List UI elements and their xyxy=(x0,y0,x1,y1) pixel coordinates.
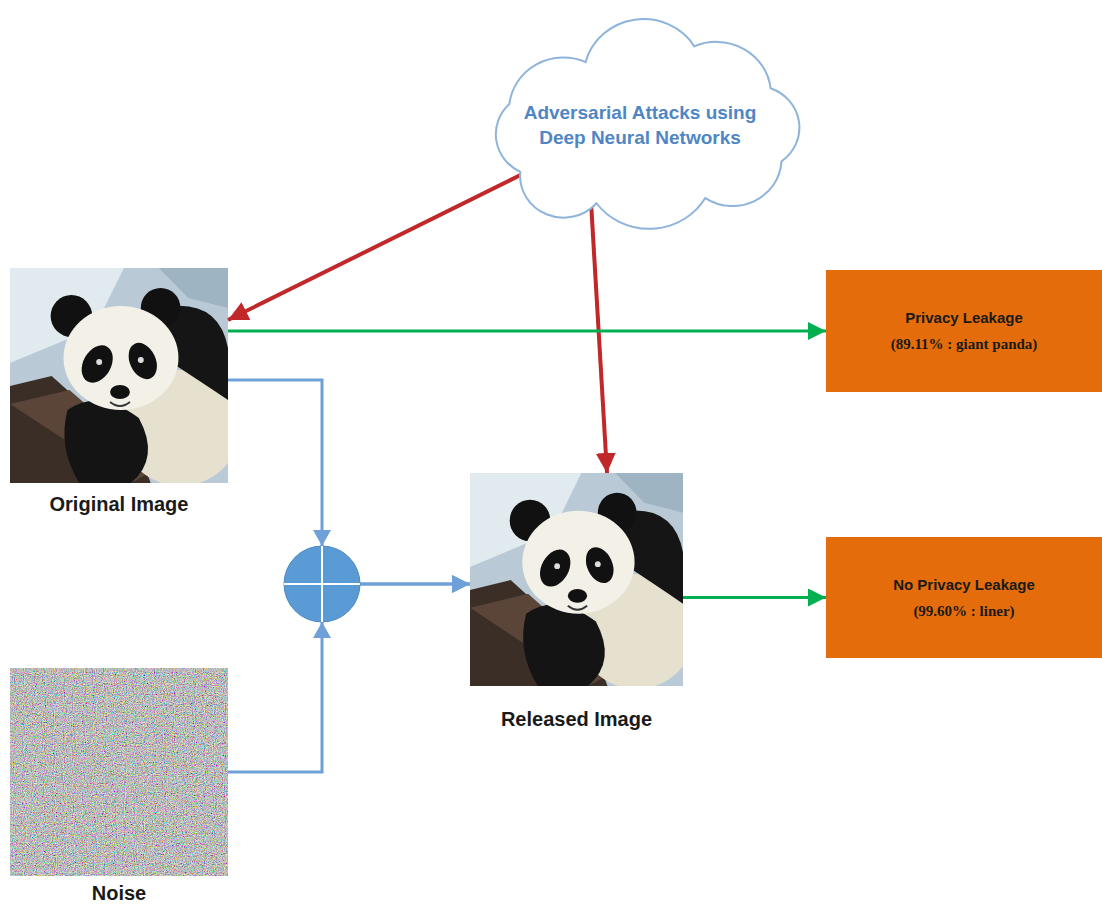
result-arrow xyxy=(683,596,826,599)
original-photo xyxy=(10,268,240,486)
image-node: Original Image xyxy=(10,268,228,517)
attack-arrow xyxy=(591,202,607,473)
image-caption: Released Image xyxy=(470,706,683,732)
cloud-text: Adversarial Attacks using Deep Neural Ne… xyxy=(455,15,825,220)
merge-arrow xyxy=(228,380,470,584)
released-photo xyxy=(470,473,695,689)
image-node: Released Image xyxy=(470,473,683,732)
node-heading: No Privacy Leakage xyxy=(893,575,1035,595)
node-detail: (89.11% : giant panda) xyxy=(891,334,1038,354)
image-frame xyxy=(10,268,228,483)
noise-image xyxy=(10,668,228,876)
node-heading: Privacy Leakage xyxy=(905,308,1023,328)
image-caption: Original Image xyxy=(10,491,228,517)
image-frame xyxy=(10,668,228,876)
result-box: No Privacy Leakage (99.60% : liner) xyxy=(826,537,1102,658)
sum-cross xyxy=(321,546,323,622)
merge-arrow xyxy=(228,584,470,772)
node-detail: (99.60% : liner) xyxy=(913,601,1014,621)
node-heading: Adversarial Attacks using Deep Neural Ne… xyxy=(504,100,776,150)
attack-cloud: Adversarial Attacks using Deep Neural Ne… xyxy=(455,15,825,220)
caption-holder: Original Image xyxy=(10,491,228,517)
arrow-head xyxy=(313,530,331,546)
result-arrow xyxy=(228,330,826,333)
result-box: Privacy Leakage (89.11% : giant panda) xyxy=(826,270,1102,392)
caption-holder: Released Image xyxy=(470,706,683,732)
caption-holder: Noise xyxy=(10,880,228,906)
arrow-head xyxy=(313,622,331,638)
image-frame xyxy=(470,473,683,686)
cloud-shape xyxy=(496,19,800,229)
image-node: Noise xyxy=(10,668,228,906)
attack-arrow xyxy=(228,174,522,320)
image-caption: Noise xyxy=(10,880,228,906)
sum-circle xyxy=(284,546,360,622)
